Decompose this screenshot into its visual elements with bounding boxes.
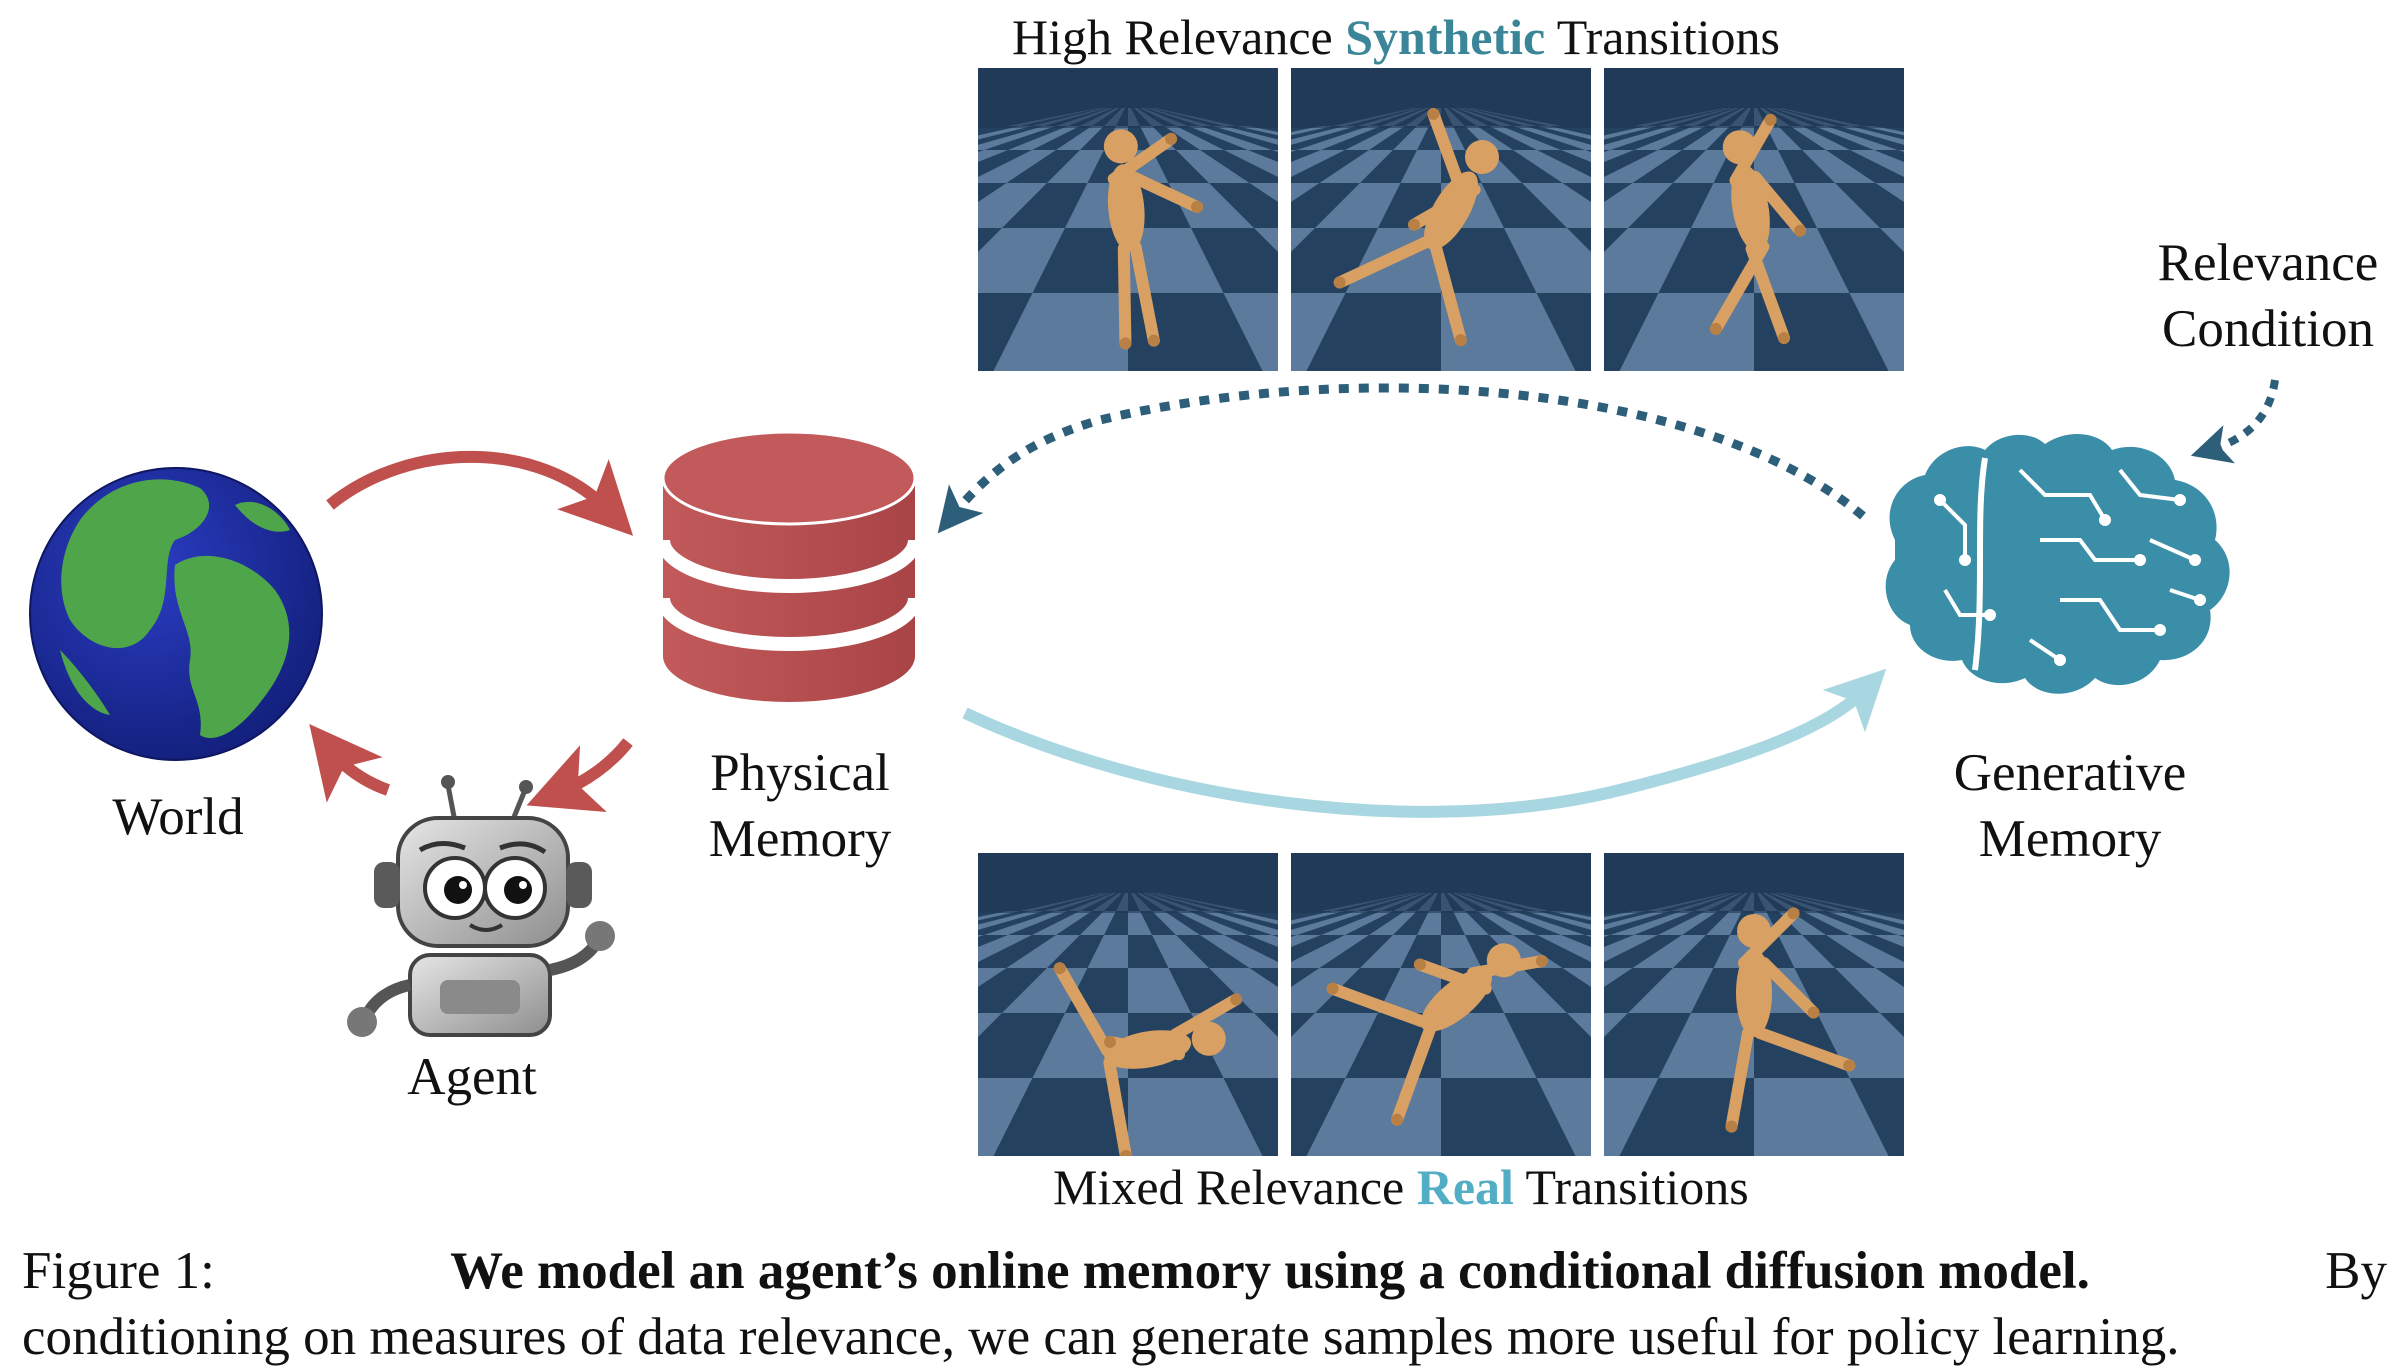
bottom-transitions-title: Mixed Relevance Real Transitions (1053, 1159, 1749, 1215)
humanoid-figure-icon (1709, 113, 1807, 345)
humanoid-figure-icon (1326, 943, 1548, 1126)
caption-bold-sentence: We model an agent’s online memory using … (450, 1242, 2090, 1300)
real-data-arrow (962, 668, 1887, 818)
humanoid-figure-icon (1333, 107, 1499, 347)
world-to-memory-arrow (326, 450, 634, 536)
globe-icon (29, 467, 323, 761)
agent-to-world-arrow (309, 724, 391, 803)
figure-label: Figure 1: (22, 1242, 215, 1300)
agent-label: Agent (407, 1048, 537, 1106)
caption-line-1: Figure 1: We model an agent’s online mem… (22, 1238, 2387, 1304)
database-icon (656, 430, 922, 702)
relevance-condition-label: Relevance Condition (2157, 234, 2379, 358)
brain-icon (1885, 433, 2230, 694)
robot-icon (347, 775, 615, 1037)
physical-memory-label: Physical Memory (708, 744, 892, 868)
relevance-condition-arrow (2190, 379, 2279, 464)
humanoid-figure-icon (1103, 129, 1204, 350)
world-label: World (112, 788, 244, 846)
memory-to-agent-arrow (526, 738, 633, 813)
real-transition-panel-3 (1604, 853, 1904, 1156)
synthetic-transition-panel-3 (1604, 68, 1904, 371)
humanoid-figure-icon (1725, 907, 1856, 1133)
caption-line-2: conditioning on measures of data relevan… (22, 1308, 2180, 1366)
caption-line1-end: By (2325, 1242, 2387, 1300)
real-transition-panel-2 (1291, 853, 1591, 1156)
generative-memory-label: Generative Memory (1953, 744, 2187, 868)
humanoid-figure-icon (1053, 962, 1243, 1156)
figure-caption: Figure 1: We model an agent’s online mem… (22, 1238, 2387, 1370)
synthetic-transition-panel-2 (1291, 68, 1591, 371)
synthetic-transition-panel-1 (978, 68, 1278, 371)
real-transition-panel-1 (978, 853, 1278, 1156)
synthetic-data-arrow (937, 383, 1866, 534)
top-transitions-title: High Relevance Synthetic Transitions (1012, 9, 1781, 65)
